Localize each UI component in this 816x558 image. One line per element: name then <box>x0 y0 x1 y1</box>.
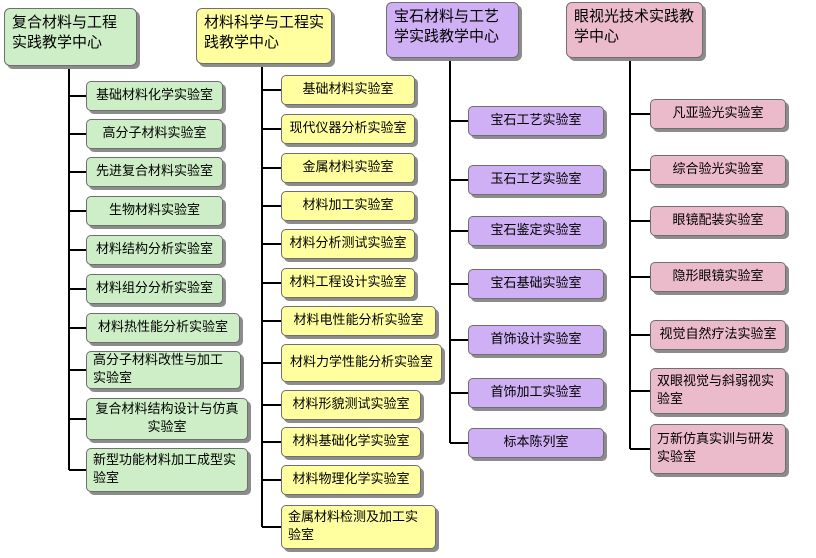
lab-item: 高分子材料实验室 <box>86 119 223 149</box>
lab-item: 材料分析测试实验室 <box>281 229 415 259</box>
lab-item: 材料工程设计实验室 <box>281 268 415 298</box>
lab-item: 双眼视觉与斜弱视实验室 <box>650 368 786 414</box>
lab-item: 先进复合材料实验室 <box>86 157 223 187</box>
lab-item: 材料结构分析实验室 <box>86 235 223 265</box>
lab-item: 材料加工实验室 <box>281 191 415 221</box>
lab-item: 宝石基础实验室 <box>468 269 604 299</box>
lab-item: 材料基础化学实验室 <box>281 427 421 457</box>
lab-item: 首饰加工实验室 <box>468 378 604 408</box>
center-title-composite: 复合材料与工程实践教学中心 <box>4 8 137 66</box>
center-title-materials: 材料科学与工程实践教学中心 <box>196 8 332 64</box>
lab-item: 基础材料化学实验室 <box>86 81 223 111</box>
center-title-optometry: 眼视光技术实践教学中心 <box>566 2 703 58</box>
lab-item: 眼镜配装实验室 <box>650 206 786 236</box>
lab-item: 隐形眼镜实验室 <box>650 262 786 292</box>
lab-item: 视觉自然疗法实验室 <box>650 320 786 350</box>
lab-item: 材料形貌测试实验室 <box>281 390 421 420</box>
lab-item: 材料物理化学实验室 <box>281 465 421 495</box>
lab-item: 玉石工艺实验室 <box>468 165 604 195</box>
lab-item: 宝石工艺实验室 <box>468 106 604 136</box>
lab-item: 宝石鉴定实验室 <box>468 216 604 246</box>
lab-item: 综合验光实验室 <box>650 155 786 185</box>
lab-item: 材料热性能分析实验室 <box>86 313 240 343</box>
lab-item: 新型功能材料加工成型实验室 <box>86 448 248 492</box>
lab-item: 材料力学性能分析实验室 <box>281 344 442 382</box>
lab-item: 复合材料结构设计与仿真实验室 <box>86 398 248 440</box>
lab-item: 凡亚验光实验室 <box>650 99 786 129</box>
lab-item: 生物材料实验室 <box>86 196 223 226</box>
lab-item: 首饰设计实验室 <box>468 325 604 355</box>
lab-item: 材料组分分析实验室 <box>86 274 223 304</box>
lab-item: 材料电性能分析实验室 <box>281 306 436 336</box>
center-title-gemstone: 宝石材料与工艺学实践教学中心 <box>386 2 519 58</box>
lab-item: 金属材料实验室 <box>281 153 415 183</box>
lab-item: 万新仿真实训与研发实验室 <box>650 424 786 474</box>
lab-item: 高分子材料改性与加工实验室 <box>86 351 241 389</box>
lab-item: 标本陈列室 <box>468 428 604 458</box>
lab-item: 基础材料实验室 <box>281 75 415 105</box>
lab-item: 现代仪器分析实验室 <box>281 114 415 144</box>
lab-item: 金属材料检测及加工实验室 <box>281 505 436 549</box>
